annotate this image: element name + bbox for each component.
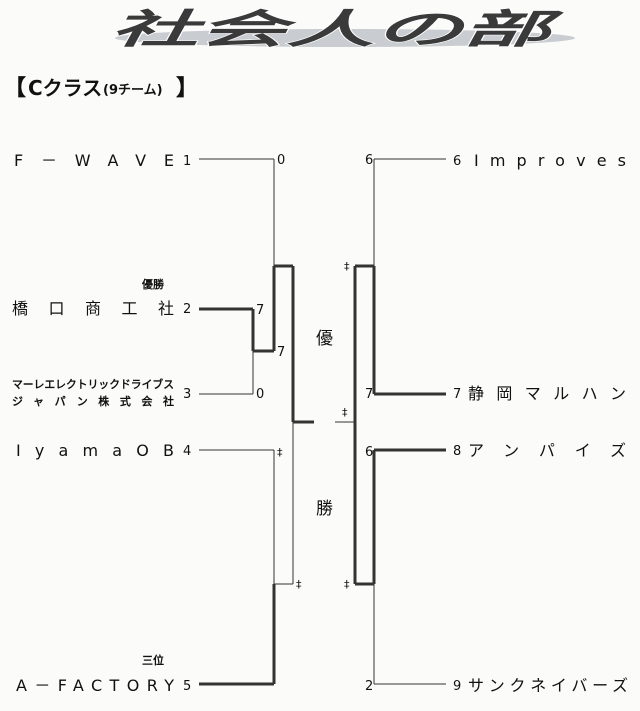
score-team-7: 7 (365, 387, 373, 402)
team-seed-4: 4 (183, 444, 191, 459)
score-right-semi-upper: ‡ (344, 260, 350, 273)
team-seed-1: 1 (183, 154, 191, 169)
team-name-1: F－WAVE (14, 151, 174, 170)
score-team-3: 0 (256, 387, 264, 402)
class-header-close-bracket: 】 (176, 76, 198, 101)
team-seed-8: 8 (453, 444, 461, 459)
team-seed-5: 5 (183, 679, 191, 694)
champion-note: 優勝 (141, 277, 165, 291)
team-seed-3: 3 (183, 387, 191, 402)
final-label-top: 優 (316, 329, 333, 349)
team-name-7: 静岡マルハン (468, 384, 626, 403)
team-name-2: 橋口商工社 (12, 299, 174, 318)
score-team-2: 7 (256, 303, 264, 318)
third-place-note: 三位 (142, 653, 164, 667)
team-name-3-line2: ジャパン株式会社 (12, 394, 174, 408)
score-team-9: 2 (365, 679, 373, 694)
score-left-semi-lower: ‡ (296, 578, 302, 591)
score-team-8: 6 (365, 445, 373, 460)
score-team-4: ‡ (277, 446, 283, 459)
score-right-semi-lower: ‡ (344, 578, 350, 591)
score-team-6: 6 (365, 153, 373, 168)
team-name-5: A－FACTORY (16, 676, 174, 695)
page-title-group: 社会人の部 (109, 6, 575, 54)
class-header-open-bracket: 【 (4, 76, 26, 101)
left-bracket-lines (199, 158, 314, 686)
right-bracket-lines (335, 158, 446, 685)
team-name-9: サンクネイバーズ (468, 676, 628, 695)
score-final-right: ‡ (342, 406, 348, 419)
team-seed-6: 6 (453, 154, 461, 169)
class-header: 【 Cクラス (9チーム) 】 (4, 76, 198, 101)
page-title: 社会人の部 (110, 7, 565, 53)
class-header-name: Cクラス (28, 76, 102, 100)
title-shadow (115, 29, 575, 47)
class-header-team-count: (9チーム) (103, 83, 163, 98)
final-label-bottom: 勝 (316, 499, 333, 519)
team-name-4: IyamaOB (16, 441, 174, 460)
team-seed-7: 7 (453, 387, 461, 402)
team-name-3-line1: マーレエレクトリックドライブス (12, 377, 174, 391)
team-name-6: Improves (474, 151, 626, 170)
score-left-semi-upper: 7 (277, 345, 285, 360)
team-name-8: アンパイズ (468, 441, 626, 460)
team-seed-9: 9 (453, 679, 461, 694)
team-seed-2: 2 (183, 302, 191, 317)
score-team-1: 0 (277, 153, 285, 168)
